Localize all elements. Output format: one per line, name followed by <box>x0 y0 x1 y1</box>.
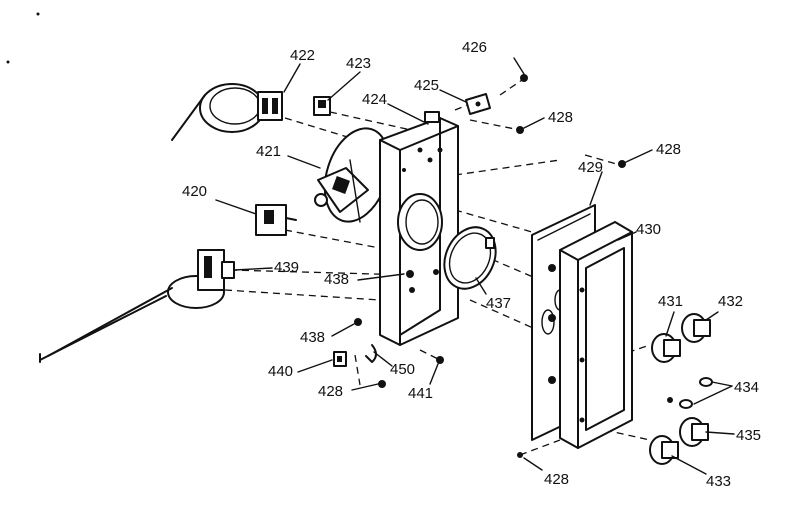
label-428-bottom: 428 <box>544 471 569 488</box>
part-labels: 422 423 424 425 426 428 428 421 420 429 … <box>182 39 761 490</box>
label-437: 437 <box>486 295 511 312</box>
label-438-lower: 438 <box>300 329 325 346</box>
label-440: 440 <box>268 363 293 380</box>
part-450-wire <box>365 344 377 363</box>
label-428-right: 428 <box>656 141 681 158</box>
label-439: 439 <box>274 259 299 276</box>
label-433: 434 <box>734 379 759 396</box>
part-430-bezel-frame <box>559 221 633 449</box>
knobs <box>649 313 711 465</box>
part-435-knob <box>649 435 679 465</box>
label-424: 424 <box>362 91 387 108</box>
label-450: 450 <box>390 361 415 378</box>
label-429: 429 <box>578 159 603 176</box>
label-425: 425 <box>414 77 439 94</box>
label-426: 426 <box>462 39 487 56</box>
part-420-relay <box>255 204 297 236</box>
part-440-clip <box>333 351 347 367</box>
label-422: 422 <box>290 47 315 64</box>
leader-lines <box>215 57 735 475</box>
part-431-knob <box>651 333 681 363</box>
part-425-bracket <box>465 93 491 115</box>
label-430: 430 <box>636 221 661 238</box>
part-432-knob <box>681 313 711 343</box>
label-423: 423 <box>346 55 371 72</box>
label-441: 441 <box>408 385 433 402</box>
part-434-knob <box>679 417 709 447</box>
label-420: 420 <box>182 183 207 200</box>
part-422-cable-coil <box>171 83 283 141</box>
screws <box>354 74 626 458</box>
part-439-thermostat <box>39 249 235 363</box>
part-433-clips <box>667 377 713 409</box>
label-428-lower: 428 <box>318 383 343 400</box>
part-421-timer-motor <box>314 127 391 223</box>
part-424-panel-bracket <box>379 111 459 346</box>
label-421: 421 <box>256 143 281 160</box>
label-432: 432 <box>718 293 743 310</box>
label-438-upper: 438 <box>324 271 349 288</box>
label-435: 433 <box>706 473 731 490</box>
label-428-top: 428 <box>548 109 573 126</box>
part-423-switch <box>313 96 331 116</box>
label-434: 435 <box>736 427 761 444</box>
label-431: 431 <box>658 293 683 310</box>
part-437-ring <box>443 226 497 290</box>
